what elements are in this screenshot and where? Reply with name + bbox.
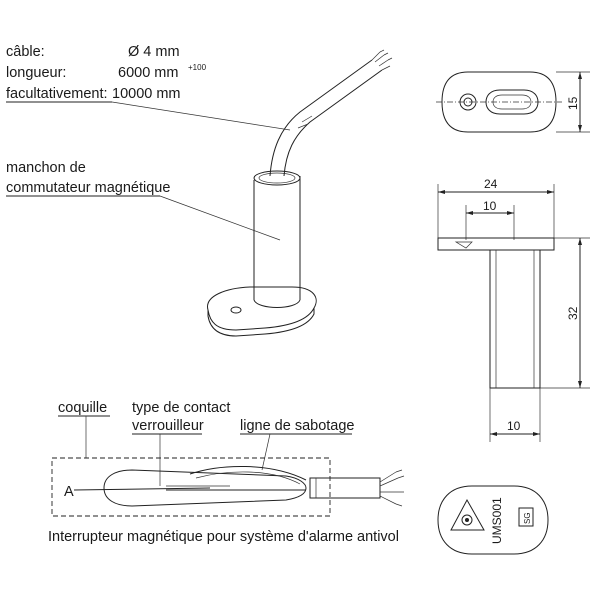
logo-text: SG [523,512,532,524]
sleeve-label-line1: manchon de [6,160,86,176]
dim-tube-offset: 10 [483,199,497,213]
point-label: A [64,484,74,500]
tamper-leader-line [261,433,271,471]
dim-base-width: 24 [484,177,498,191]
contact-type-line1: type de contact [132,400,230,416]
logo-box [518,507,534,527]
cable-leader-line [111,101,291,131]
sleeve-label-line2: commutateur magnétique [6,180,170,196]
length-tolerance: +100 [188,63,207,72]
cable-value: Ø 4 mm [128,44,180,60]
optional-value: 10000 mm [112,86,181,102]
warning-triangle-icon [450,498,485,531]
dim-base-height: 15 [566,96,580,110]
optional-label: facultativement: [6,86,108,102]
length-label: longueur: [6,65,66,81]
part-code: UMS001 [490,497,504,544]
reed-switch-section [51,457,405,517]
sleeve-leader-line [159,195,281,241]
cable-label: câble: [6,44,45,60]
tamper-line-label: ligne de sabotage [240,418,355,434]
dim-tube-height: 32 [566,306,580,320]
top-view-drawing [436,71,590,133]
caption: Interrupteur magnétique pour système d'a… [48,529,399,545]
side-view-drawing [437,184,590,442]
sensor-3d-sketch [207,49,393,337]
shell-label: coquille [58,400,107,416]
marking-view [437,485,549,555]
dim-tube-diameter: 10 [507,419,521,433]
length-value: 6000 mm [118,65,178,81]
contact-type-line2: verrouilleur [132,418,204,434]
